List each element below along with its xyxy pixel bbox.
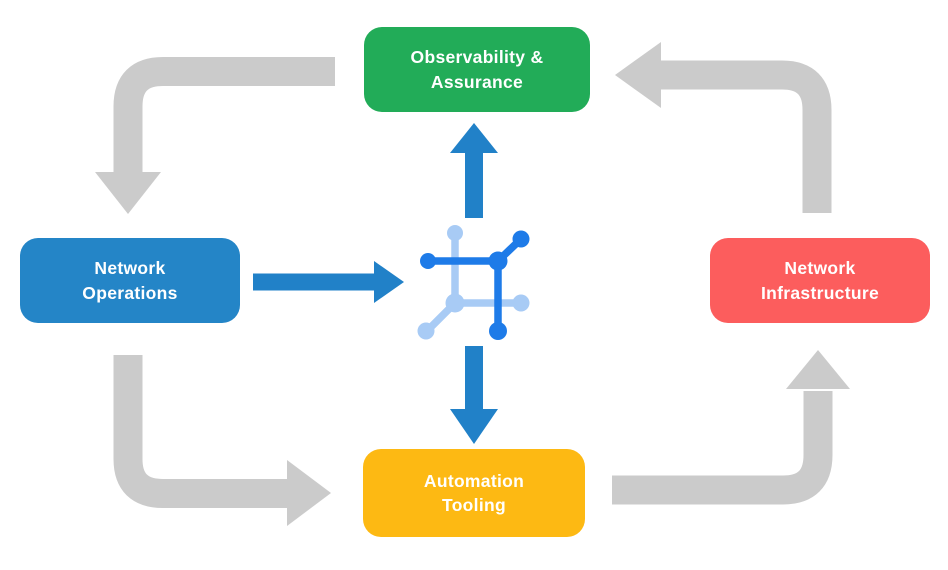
- blue-arrowhead-right-icon: [374, 261, 404, 303]
- node-label: Observability & Assurance: [411, 45, 544, 93]
- arrow-infrastructure-to-observability: [659, 60, 832, 213]
- hub-node-right: [512, 294, 530, 312]
- hub-node-bottom-left: [417, 322, 435, 340]
- hub-node-top: [447, 225, 463, 241]
- arrow-automation-to-infrastructure: [612, 391, 833, 505]
- node-label: Automation Tooling: [424, 469, 524, 517]
- hub-junction-dark: [488, 251, 508, 271]
- arrowhead-left-icon: [615, 42, 661, 108]
- arrow-observability-to-operations: [113, 57, 335, 174]
- label-line: Tooling: [442, 495, 506, 515]
- node-observability-assurance: Observability & Assurance: [364, 27, 590, 112]
- arrowhead-down-icon: [95, 172, 161, 214]
- node-network-operations: Network Operations: [20, 238, 240, 323]
- hub-node-left: [420, 253, 436, 269]
- node-label: Network Operations: [82, 256, 177, 304]
- hub-node-top-right: [512, 230, 530, 248]
- blue-arrowhead-up-icon: [450, 123, 498, 153]
- hub-node-bottom: [489, 322, 507, 340]
- label-line: Automation: [423, 470, 525, 491]
- label-line: Operations: [82, 282, 178, 303]
- blue-arrowhead-down-icon: [450, 409, 498, 444]
- label-line: Network: [94, 258, 166, 279]
- label-line: Observability &: [410, 47, 544, 68]
- node-label: Network Infrastructure: [761, 256, 879, 304]
- node-network-infrastructure: Network Infrastructure: [710, 238, 930, 323]
- hub-junction-light: [445, 293, 465, 313]
- label-line: Network: [784, 258, 856, 279]
- label-line: Infrastructure: [761, 282, 879, 303]
- label-line: Assurance: [430, 71, 524, 92]
- arrowhead-up-icon: [786, 350, 850, 389]
- arrow-operations-to-automation: [113, 355, 289, 508]
- arrowhead-right-icon: [287, 460, 331, 526]
- node-automation-tooling: Automation Tooling: [363, 449, 585, 537]
